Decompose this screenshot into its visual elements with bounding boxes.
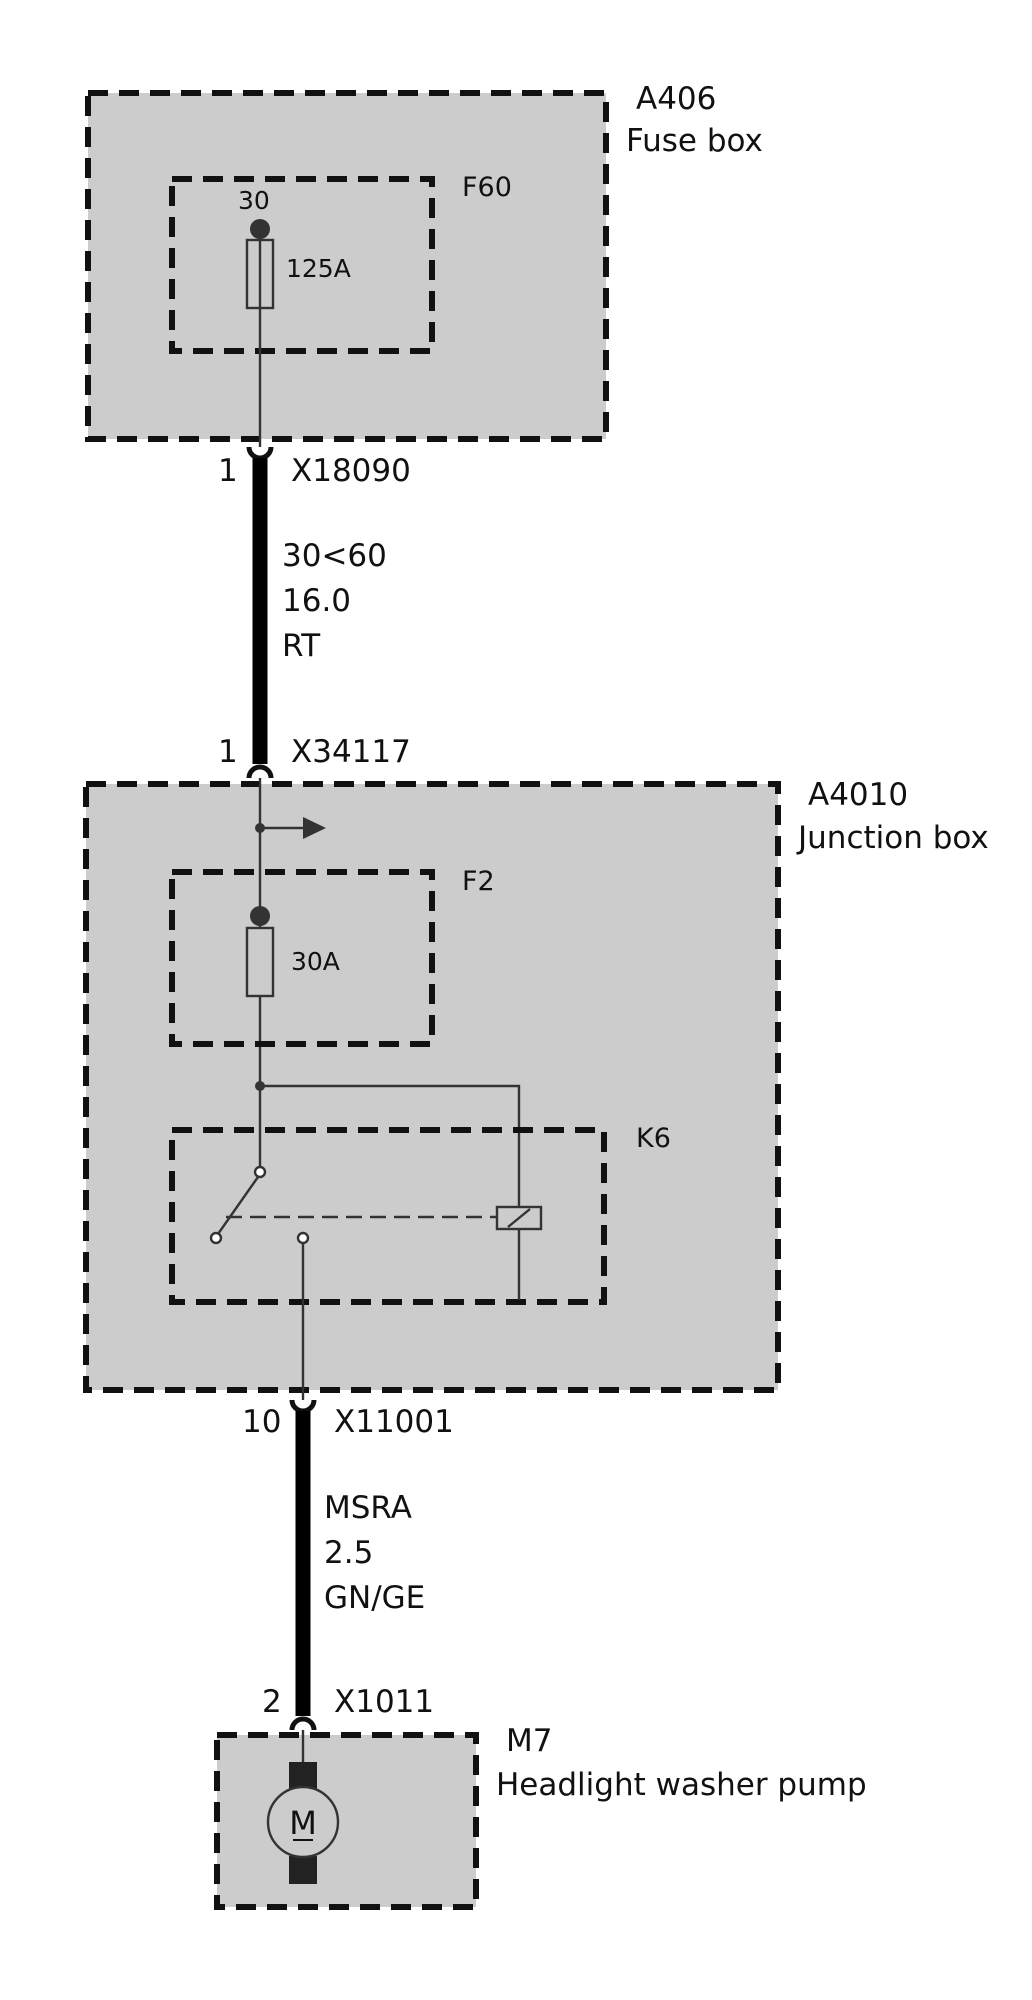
connector-x1011: 2 X1011	[262, 1684, 434, 1720]
relay-switch-blade	[217, 1176, 259, 1235]
fuse-box-id: A406	[636, 81, 716, 117]
connector-x1011-symbol	[289, 1716, 317, 1731]
fuse-f2-terminal-dot	[250, 906, 270, 926]
connector-x11001: 10 X11001	[242, 1399, 454, 1440]
relay-coil-slash	[507, 1208, 531, 1228]
connector-x11001-pin: 10	[242, 1404, 281, 1440]
wire-2-circuit: MSRA	[324, 1490, 412, 1526]
connector-x34117: 1 X34117	[218, 734, 411, 770]
wire-2: MSRA 2.5 GN/GE	[295, 1411, 425, 1716]
relay-k6-id: K6	[636, 1123, 671, 1154]
junction-box-id: A4010	[808, 777, 908, 813]
fuse-f60-id: F60	[462, 172, 512, 203]
motor-shaft-bottom	[289, 1856, 317, 1884]
wire-1-cross-section: 16.0	[282, 583, 351, 619]
connector-x34117-symbol	[246, 764, 274, 779]
fuse-f60-terminal-dot	[250, 219, 270, 239]
wire-2-cross-section: 2.5	[324, 1535, 373, 1571]
junction-box-module: A4010 Junction box F2 30A K6	[83, 764, 989, 1400]
motor-icon	[266, 1785, 340, 1859]
connector-x18090-symbol	[246, 446, 274, 461]
motor-symbol-letter: M	[289, 1804, 317, 1842]
junction-box-name: Junction box	[796, 820, 989, 856]
connector-x11001-symbol	[289, 1399, 317, 1414]
connector-x34117-pin: 1	[218, 734, 238, 770]
pump-id: M7	[506, 1723, 552, 1759]
pump-outline	[214, 1732, 479, 1910]
fuse-f60-rating: 125A	[286, 254, 351, 283]
connector-x18090: 1 X18090	[218, 446, 411, 489]
wire-2-color: GN/GE	[324, 1580, 425, 1616]
connector-x1011-id: X1011	[334, 1684, 434, 1720]
connector-x18090-pin: 1	[218, 453, 238, 489]
connector-x18090-id: X18090	[291, 453, 411, 489]
coil-feed-wire	[260, 1084, 521, 1208]
connector-x34117-id: X34117	[291, 734, 411, 770]
wire-1-circuit: 30<60	[282, 538, 387, 574]
motor-shaft-top	[289, 1762, 317, 1790]
fuse-f60-symbol	[245, 238, 275, 310]
pump-name: Headlight washer pump	[496, 1767, 867, 1803]
fuse-box-name: Fuse box	[626, 123, 763, 159]
fuse-f60-terminal: 30	[238, 186, 270, 215]
wire-1-color: RT	[282, 628, 321, 664]
connector-x11001-id: X11001	[334, 1404, 454, 1440]
wire-1: 30<60 16.0 RT	[252, 458, 387, 764]
fuse-f2-symbol	[245, 926, 275, 998]
junction-box-outline	[83, 781, 781, 1393]
fuse-box-module: A406 Fuse box F60 30 125A	[85, 81, 763, 447]
relay-switch-no-contact	[296, 1231, 310, 1245]
fuse-f2-id: F2	[462, 866, 495, 897]
fuse-f2-rating: 30A	[291, 947, 340, 976]
relay-switch-nc-contact	[209, 1231, 223, 1245]
connector-x1011-pin: 2	[262, 1684, 282, 1720]
relay-switch-common-contact	[253, 1165, 267, 1179]
fuse-f60-outline	[169, 176, 435, 354]
pump-module: M7 Headlight washer pump M	[214, 1716, 867, 1910]
relay-k6-outline	[169, 1127, 607, 1305]
fuse-f2-outline	[169, 869, 435, 1047]
branch-arrow-icon	[303, 817, 326, 839]
